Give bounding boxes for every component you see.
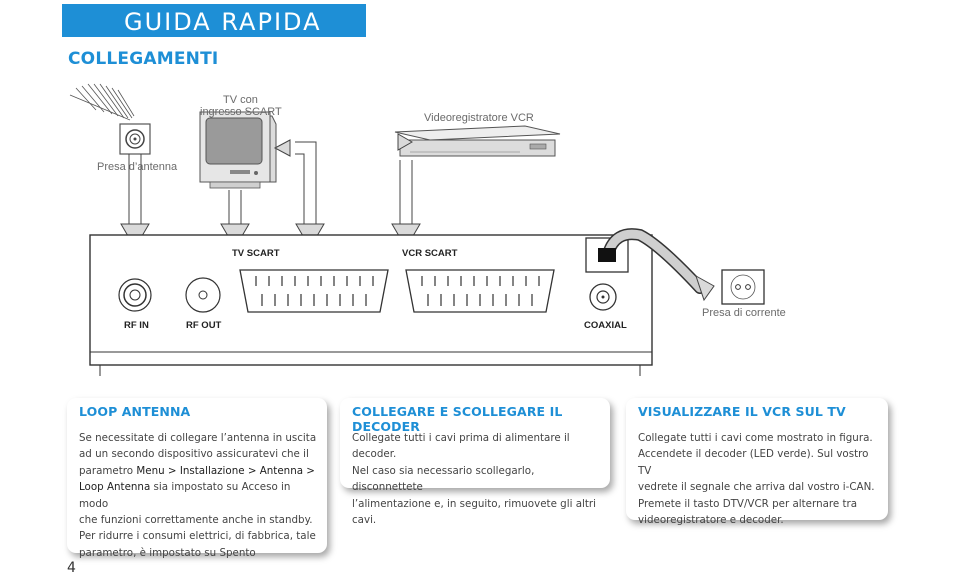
loop-line-7: parametro, è impostato su Spento	[79, 546, 256, 559]
vcr-on-tv-title: VISUALIZZARE IL VCR SUL TV	[638, 404, 846, 419]
antenna-socket-icon	[119, 123, 151, 155]
loop-line-3a: parametro	[79, 464, 137, 477]
vcr-line-1: Collegate tutti i cavi come mostrato in …	[638, 432, 873, 444]
loop-line-4: Loop Antenna sia impostato su Acceso in …	[79, 479, 317, 512]
loop-line-4b: sia impostato su Acceso in modo	[79, 481, 291, 510]
loop-line-3b: Menu > Installazione > Antenna >	[136, 464, 315, 477]
cable-lines	[128, 141, 413, 224]
vcr-icon	[394, 125, 561, 157]
vcr-scart-label: VCR SCART	[402, 248, 458, 259]
vcr-label: Videoregistratore VCR	[424, 112, 534, 124]
vcr-line-5: videoregistratore e decoder.	[638, 514, 784, 527]
vcr-line-2: Accendete il decoder (LED verde). Sul vo…	[638, 448, 869, 477]
connect-decoder-title: COLLEGARE E SCOLLEGARE IL DECODER	[352, 404, 563, 434]
connect-line-2: Nel caso sia necessario scollegarlo, dis…	[352, 464, 535, 494]
loop-line-2: ad un secondo dispositivo assicuratevi c…	[79, 448, 309, 461]
vcr-on-tv-card: VISUALIZZARE IL VCR SUL TV Collegate tut…	[626, 398, 888, 526]
section-title: COLLEGAMENTI	[68, 49, 219, 69]
connect-decoder-card: COLLEGARE E SCOLLEGARE IL DECODER Colleg…	[340, 398, 610, 526]
rf-out-connector-icon	[185, 277, 221, 313]
loop-line-3: parametro Menu > Installazione > Antenna…	[79, 463, 317, 479]
header-band: GUIDA RAPIDA	[62, 4, 366, 37]
connection-diagram	[69, 83, 765, 376]
rf-in-connector-icon	[118, 278, 152, 312]
vcr-scart-connector-icon	[405, 269, 555, 313]
loop-antenna-card: LOOP ANTENNA Se necessitate di collegare…	[67, 398, 327, 559]
loop-line-1: Se necessitate di collegare l’antenna in…	[79, 432, 317, 444]
power-label: Presa di corrente	[702, 307, 786, 319]
connect-line-1: Collegate tutti i cavi prima di alimenta…	[352, 432, 570, 461]
tv-scart-connector-icon	[239, 269, 389, 313]
loop-line-6: Per ridurre i consumi elettrici, di fabb…	[79, 530, 316, 543]
page-header-title: GUIDA RAPIDA	[124, 8, 322, 36]
page-number: 4	[67, 560, 76, 576]
tv-label-line1: TV con	[223, 94, 258, 106]
loop-line-5: che funzioni correttamente anche in stan…	[79, 514, 313, 527]
power-socket-icon	[721, 269, 765, 305]
coaxial-label: COAXIAL	[584, 320, 627, 331]
tv-scart-label: TV SCART	[232, 248, 280, 259]
loop-antenna-body: Se necessitate di collegare l’antenna in…	[79, 430, 317, 561]
tv-label-line2: ingresso SCART	[200, 106, 282, 118]
vcr-line-3: vedrete il segnale che arriva dal vostro…	[638, 481, 875, 494]
antenna-icon	[69, 83, 135, 121]
loop-line-4a: Loop Antenna	[79, 481, 151, 494]
tv-icon	[199, 111, 277, 189]
rf-out-label: RF OUT	[186, 320, 222, 331]
connect-decoder-body: Collegate tutti i cavi prima di alimenta…	[352, 430, 600, 528]
connect-line-3: l’alimentazione e, in seguito, rimuovete…	[352, 497, 597, 527]
antenna-label: Presa d’antenna	[97, 161, 178, 173]
vcr-line-4: Premete il tasto DTV/VCR per alternare t…	[638, 497, 858, 510]
vcr-on-tv-body: Collegate tutti i cavi come mostrato in …	[638, 430, 878, 528]
rf-in-label: RF IN	[124, 320, 149, 331]
coaxial-connector-icon	[589, 283, 617, 311]
loop-antenna-title: LOOP ANTENNA	[79, 404, 191, 419]
power-cable-icon	[585, 228, 715, 302]
